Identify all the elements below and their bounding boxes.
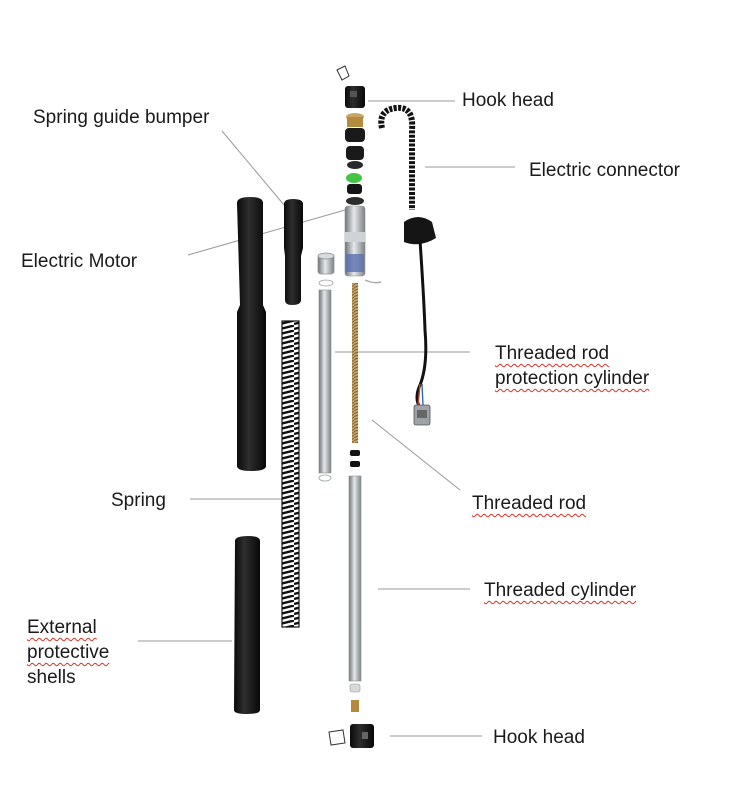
label-electric-connector-text: Electric connector [529, 160, 681, 181]
bottom-clip [328, 729, 346, 746]
threaded-rod [352, 283, 358, 443]
spring [282, 321, 299, 627]
label-hook-head-top: Hook head [462, 90, 554, 111]
cable-grommet [404, 217, 436, 245]
cable-wire [415, 239, 428, 409]
green-bumper [346, 173, 362, 183]
top-clip [336, 65, 350, 81]
label-spring: Spring [111, 490, 166, 511]
spring-guide-bumper [284, 199, 303, 305]
label-external-shells-line2-text: protective [27, 642, 110, 663]
threaded-rod-protection-cylinder [317, 252, 335, 482]
label-threaded-cylinder-text: Threaded cylinder [484, 580, 637, 601]
label-electric-connector: Electric connector [529, 158, 680, 183]
label-threaded-cylinder: Threaded cylinder [484, 578, 636, 603]
label-threaded-rod-protection-line1: Threaded rod [495, 341, 609, 366]
label-external-shells-line3: shells [27, 667, 76, 688]
coiled-cable [378, 104, 416, 210]
center-assembly [328, 65, 382, 748]
leader-line-spring-guide-bumper [221, 130, 285, 206]
label-external-shells-line1-text: External [27, 617, 97, 638]
electric-connector [378, 104, 436, 426]
label-threaded-rod: Threaded rod [472, 491, 586, 516]
leader-line-electric-motor [187, 209, 346, 256]
outer-shell-bottom [234, 536, 260, 714]
label-threaded-rod-protection-line1-text: Threaded rod [495, 343, 610, 364]
outer-shell-top [237, 197, 266, 471]
label-threaded-rod-protection-line2: protection cylinder [495, 366, 649, 391]
label-electric-motor: Electric Motor [21, 251, 138, 272]
threaded-cylinder [348, 475, 362, 682]
label-threaded-rod-protection-line2-text: protection cylinder [495, 368, 650, 389]
external-protective-shells [234, 197, 266, 714]
label-threaded-rod-text: Threaded rod [472, 493, 587, 514]
leader-line-threaded-rod [371, 419, 461, 491]
label-spring-guide-bumper: Spring guide bumper [33, 107, 210, 128]
label-hook-head-bottom: Hook head [493, 727, 585, 748]
label-external-shells-line1: External [27, 615, 97, 640]
label-external-shells-line2: protective [27, 640, 109, 665]
